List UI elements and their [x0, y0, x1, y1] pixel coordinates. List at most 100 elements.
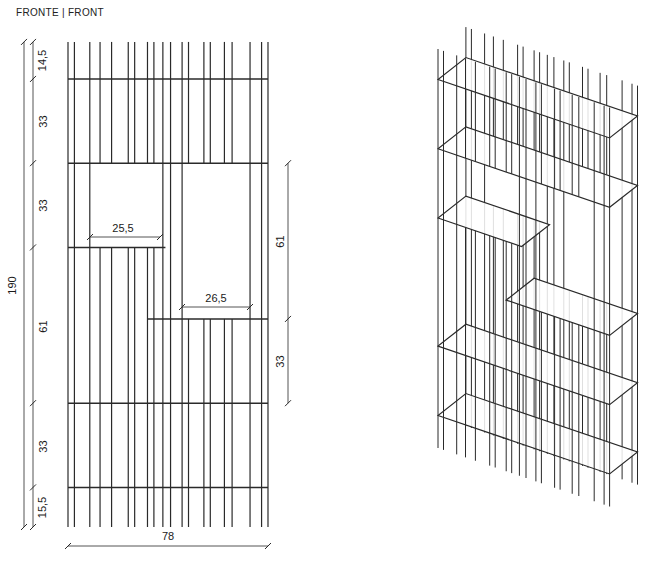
rod [224, 319, 225, 527]
dimension-tick [30, 76, 36, 82]
rod [465, 227, 466, 457]
rod [188, 319, 189, 527]
rod [560, 91, 561, 191]
rod [89, 42, 90, 527]
rod [67, 42, 68, 527]
rod [604, 106, 605, 505]
rod [523, 216, 524, 446]
rod [188, 42, 189, 163]
dimension-label: 15,5 [37, 495, 48, 518]
rod [572, 95, 573, 195]
dimension-tick [30, 244, 36, 250]
dimension-label: 33 [275, 354, 286, 368]
dimension-tick [179, 304, 185, 310]
rod [541, 84, 542, 184]
rod [503, 209, 504, 439]
dimension-label: 61 [38, 319, 49, 333]
rod [210, 42, 211, 163]
rod [572, 323, 573, 494]
rod [456, 55, 457, 454]
rod [465, 58, 466, 158]
dimension-tick [265, 543, 271, 549]
dimension-lines [21, 39, 291, 549]
rod [203, 319, 204, 527]
rod [541, 312, 542, 483]
shelf [147, 318, 268, 319]
view-title: FRONTE | FRONT [16, 8, 104, 18]
shelf [68, 162, 268, 163]
shelf [68, 247, 165, 248]
rod [74, 42, 75, 527]
rod [560, 318, 561, 489]
dimension-label: 25,5 [111, 223, 134, 234]
rod [511, 74, 512, 174]
rod [554, 89, 555, 189]
shelf [438, 127, 638, 207]
rod [111, 42, 112, 163]
rod [493, 206, 494, 436]
rod [609, 108, 610, 507]
rod [231, 42, 232, 163]
rod [637, 86, 638, 485]
dimension-line [68, 546, 268, 547]
rod [210, 319, 211, 527]
rod [231, 319, 232, 527]
shelf [438, 196, 550, 246]
rod [261, 42, 262, 527]
dimension-tick [285, 160, 291, 166]
rod [99, 247, 100, 527]
rod [622, 80, 623, 479]
dimension-tick [65, 543, 71, 549]
rod [134, 42, 135, 163]
rod [517, 214, 518, 444]
dimension-tick [157, 234, 163, 240]
dimension-line [182, 307, 250, 308]
dimension-tick [285, 316, 291, 322]
shelf [438, 394, 638, 474]
rod [489, 236, 490, 466]
rod [443, 51, 444, 450]
dimension-tick [21, 524, 27, 530]
rod [224, 42, 225, 163]
dimension-line [33, 42, 34, 527]
shelf [68, 402, 268, 403]
rod [128, 42, 129, 163]
dimension-tick [21, 39, 27, 45]
rod [539, 221, 540, 451]
dimension-tick [30, 484, 36, 490]
rod [147, 42, 148, 163]
rod [153, 247, 154, 527]
dimension-label: 61 [275, 234, 286, 248]
isometric-view [438, 27, 638, 506]
dimension-line [90, 237, 160, 238]
rod [506, 241, 507, 471]
rod [495, 238, 496, 468]
dimension-label: 33 [38, 439, 49, 453]
rod [519, 77, 520, 476]
rod [578, 325, 579, 496]
front-view [68, 42, 268, 527]
dimension-tick [247, 304, 253, 310]
rod [526, 79, 527, 478]
rod [181, 42, 182, 527]
dimension-tick [87, 234, 93, 240]
rod [147, 247, 148, 527]
rod [162, 42, 163, 527]
rod [495, 69, 496, 169]
dimension-tick [30, 524, 36, 530]
rod [534, 219, 535, 449]
rod [475, 62, 476, 162]
dimension-tick [30, 400, 36, 406]
rod [594, 102, 595, 501]
dimension-label: 33 [38, 198, 49, 212]
rod [475, 231, 476, 461]
shelf [68, 78, 268, 79]
dimension-line [24, 42, 25, 527]
shelf [438, 324, 638, 404]
rod [111, 247, 112, 527]
rod [489, 67, 490, 167]
rod [578, 97, 579, 197]
rod [99, 42, 100, 163]
rod [170, 42, 171, 527]
